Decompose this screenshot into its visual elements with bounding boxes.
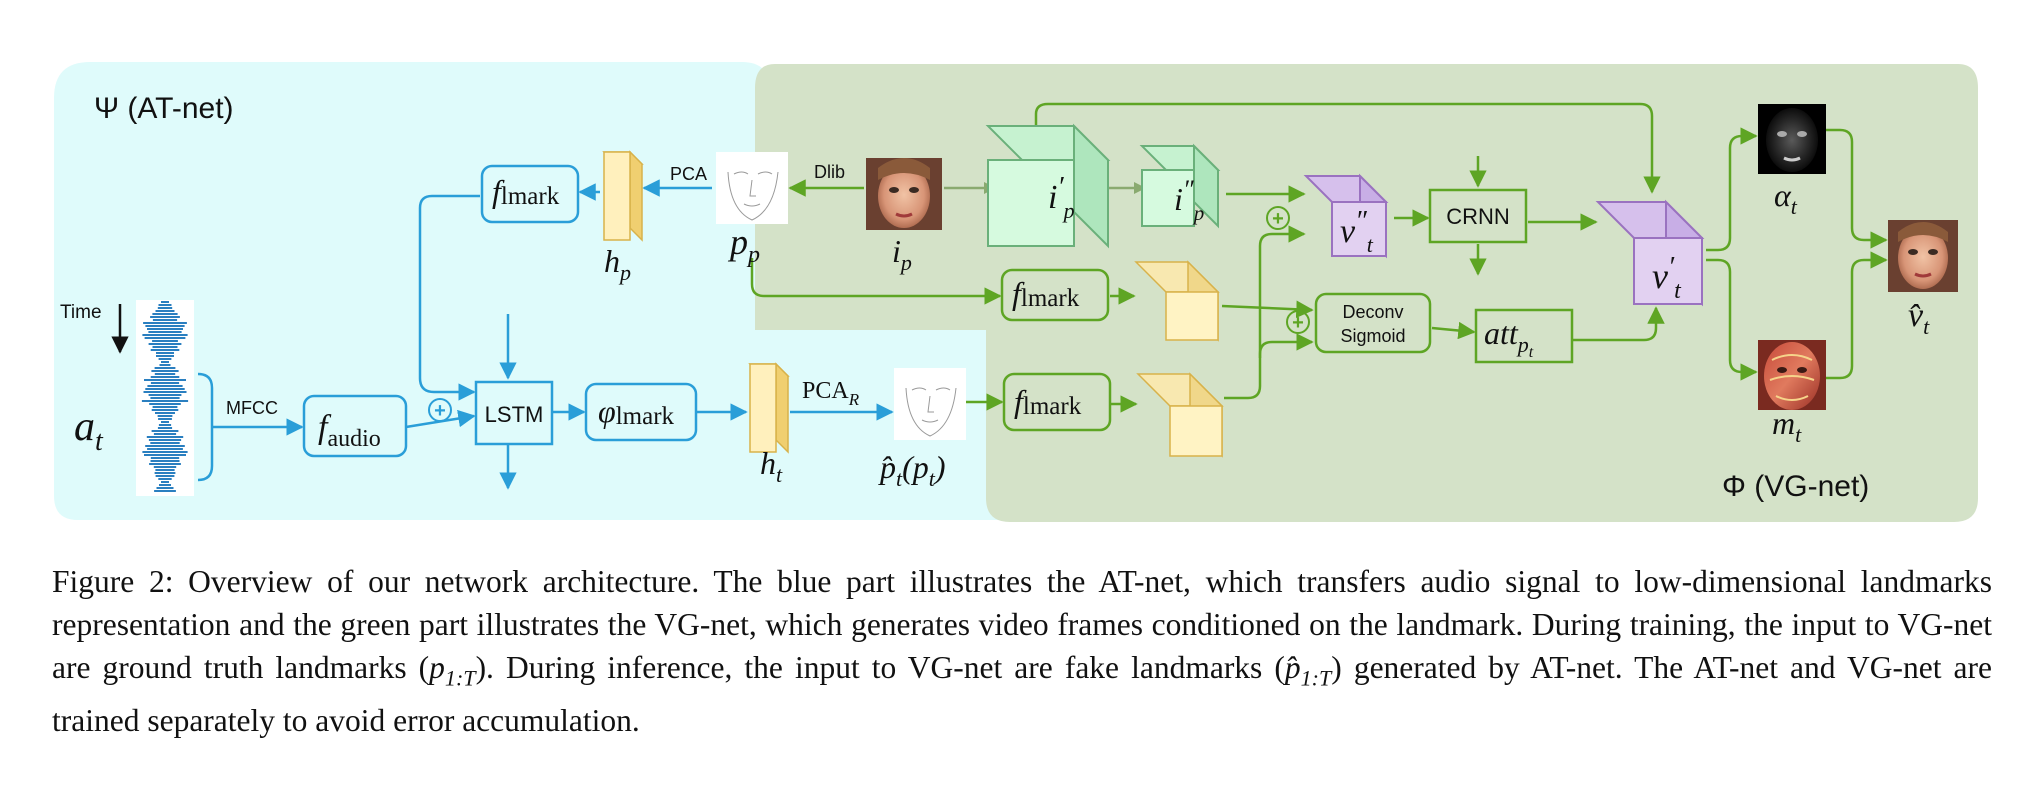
yellow-cube-low xyxy=(1136,372,1224,458)
v-prime-label: v′t xyxy=(1652,252,1682,304)
audio-waveform xyxy=(136,300,194,496)
dlib-label: Dlib xyxy=(814,162,845,182)
i-prime-label: i′p xyxy=(1048,172,1075,223)
i-p-face-image xyxy=(866,158,942,230)
plus-node-green-upper: + xyxy=(1266,206,1290,230)
arrow-cube-low-deconv xyxy=(1258,333,1314,358)
svg-text:Sigmoid: Sigmoid xyxy=(1340,326,1405,346)
arrow-vprime-alpha xyxy=(1706,127,1758,252)
i-dprime-label: i″p xyxy=(1174,175,1204,225)
arrow-skip-top xyxy=(1034,102,1661,194)
svg-text:faudio: faudio xyxy=(318,409,381,452)
p-p-label: pp xyxy=(727,222,760,268)
svg-text:LSTM: LSTM xyxy=(485,402,544,427)
arrow-att-vprime xyxy=(1572,306,1665,342)
v-dprime-cube xyxy=(1303,173,1389,259)
svg-text:φlmark: φlmark xyxy=(598,393,675,430)
alpha-t-image xyxy=(1758,104,1826,174)
pca-r-label: PCAR xyxy=(802,378,860,409)
caption-paragraph: Figure 2: Overview of our network archit… xyxy=(52,560,1992,742)
i-dprime-cube xyxy=(1139,143,1221,229)
svg-text:attpt: attpt xyxy=(1484,315,1534,361)
m-t-image xyxy=(1758,340,1826,410)
m-t-label: mt xyxy=(1772,405,1802,447)
p-hat-label: p̂t(pt) xyxy=(878,449,946,491)
plus-node-blue: + xyxy=(428,398,452,422)
i-prime-cube xyxy=(985,123,1111,249)
arrowhead-iprime-idprime xyxy=(1134,182,1146,194)
plus-node-green-lower: + xyxy=(1286,310,1310,334)
caption-gt-symbol: p xyxy=(429,650,445,685)
alpha-t-label: αt xyxy=(1774,177,1798,219)
p-p-landmark-image xyxy=(716,152,788,224)
audio-symbol: at xyxy=(74,404,104,457)
f-lmark-mid-block: flmark xyxy=(1000,268,1110,322)
phi-lmark-block: φlmark xyxy=(584,382,698,442)
v-hat-t-label: v̂t xyxy=(1908,297,1930,339)
h-p-feature xyxy=(602,150,644,242)
arrow-vprime-m xyxy=(1706,258,1758,381)
svg-text:+: + xyxy=(1292,312,1304,334)
yellow-cube-mid xyxy=(1134,260,1220,342)
arrow-flmark-lstm xyxy=(418,194,480,401)
vg-net-label: Φ (VG-net) xyxy=(1722,470,1869,503)
arrow-m-vhat xyxy=(1826,251,1888,380)
lstm-block: LSTM xyxy=(474,380,554,446)
svg-text:+: + xyxy=(1272,208,1284,230)
caption-part3: ) generated by AT-net. The AT-net and VG… xyxy=(52,650,1993,739)
f-audio-block: faudio xyxy=(302,394,408,458)
caption-fake-symbol: p̂ xyxy=(1284,650,1301,685)
figure-caption: Figure 2: Overview of our network archit… xyxy=(52,560,1992,742)
caption-gt-subscript: 1:T xyxy=(444,665,476,691)
caption-fake-subscript: 1:T xyxy=(1300,665,1332,691)
h-t-feature xyxy=(748,362,790,454)
arrow-deconv-att xyxy=(1431,321,1476,340)
crnn-block: CRNN xyxy=(1428,188,1528,244)
caption-part1: Figure 2: Overview of our network archit… xyxy=(52,564,1992,685)
v-prime-cube xyxy=(1595,199,1705,307)
h-p-label: hp xyxy=(604,243,631,285)
mfcc-label: MFCC xyxy=(226,398,278,418)
h-t-label: ht xyxy=(760,445,783,487)
arrow-cube-low-vdprime xyxy=(1224,225,1306,400)
caption-part2: ). During inference, the input to VG-net… xyxy=(475,650,1285,685)
v-hat-t-image xyxy=(1888,220,1958,292)
pca-label: PCA xyxy=(670,164,707,184)
at-net-label: Ψ (AT-net) xyxy=(94,92,234,125)
v-dprime-label: v″t xyxy=(1340,206,1374,257)
att-block: attpt xyxy=(1474,308,1574,364)
svg-text:CRNN: CRNN xyxy=(1446,204,1510,229)
svg-text:+: + xyxy=(434,400,446,422)
arrow-pp-flmark-mid xyxy=(750,258,1002,305)
arrow-alpha-vhat xyxy=(1826,128,1888,249)
deconv-sigmoid-block: Deconv Sigmoid xyxy=(1314,292,1432,354)
svg-text:Deconv: Deconv xyxy=(1342,302,1403,322)
arrow-cube-mid-deconv xyxy=(1221,300,1314,319)
p-hat-landmark-image xyxy=(894,368,966,440)
audio-brace xyxy=(197,372,302,482)
time-label: Time xyxy=(60,302,102,323)
architecture-diagram: Ψ (AT-net) Φ (VG-net) + xyxy=(54,62,1978,522)
i-p-label: ip xyxy=(892,233,912,275)
